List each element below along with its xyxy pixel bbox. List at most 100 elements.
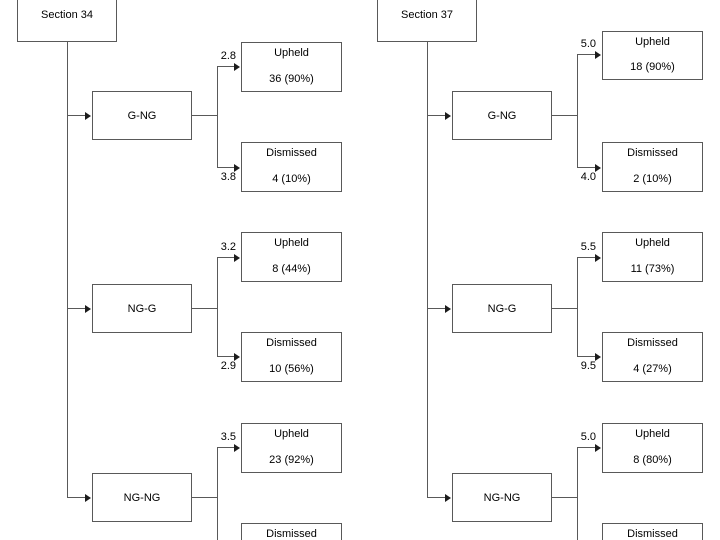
outcome-value: 2 (10%) [633,173,672,185]
outcome-value: 4 (27%) [633,363,672,375]
outcome-value: 11 (73%) [630,263,675,275]
outcome-value: 18 (90%) [630,61,675,73]
outcome-node-upheld: Upheld 11 (73%) [602,232,703,282]
connector-line [577,356,595,357]
connector-line [577,54,595,55]
connector-line [217,257,234,258]
outcome-node-dismissed: Dismissed 4 (10%) [241,142,342,192]
connector-line [552,308,578,309]
connector-line [217,356,234,357]
connector-line [217,167,234,168]
outcome-node-upheld: Upheld 23 (92%) [241,423,342,473]
outcome-title: Upheld [274,237,309,249]
connector-line [67,497,85,498]
connector-line [427,308,445,309]
connector-line [552,115,578,116]
outcome-node-dismissed: Dismissed [241,523,342,540]
branch-node-ng-ng: NG-NG [92,473,192,522]
arrowhead-icon [445,112,451,120]
outcome-title: Dismissed [266,147,317,159]
arrowhead-icon [85,112,91,120]
connector-line [577,447,595,448]
edge-weight-label: 2.9 [220,360,236,372]
outcome-node-upheld: Upheld 18 (90%) [602,31,703,80]
connector-line [192,497,218,498]
edge-weight-label: 4.0 [580,171,596,183]
connector-line [577,447,578,540]
outcome-value: 36 (90%) [269,73,314,85]
branch-node-g-ng: G-NG [92,91,192,140]
root-label: Section 34 [41,9,93,21]
connector-line [552,497,578,498]
outcome-node-dismissed: Dismissed [602,523,703,540]
connector-line [67,115,85,116]
connector-line [427,497,445,498]
arrowhead-icon [445,494,451,502]
connector-line [192,115,218,116]
arrowhead-icon [595,353,601,361]
branch-label: NG-G [487,302,517,315]
edge-weight-label: 9.5 [580,360,596,372]
outcome-node-upheld: Upheld 8 (44%) [241,232,342,282]
trunk-line [67,42,68,497]
outcome-title: Upheld [635,237,670,249]
outcome-node-upheld: Upheld 8 (80%) [602,423,703,473]
outcome-node-dismissed: Dismissed 10 (56%) [241,332,342,382]
arrowhead-icon [234,63,240,71]
branch-node-g-ng: G-NG [452,91,552,140]
outcome-value: 23 (92%) [269,454,314,466]
edge-weight-label: 5.5 [580,241,596,253]
root-label: Section 37 [401,9,453,21]
outcome-title: Upheld [274,428,309,440]
outcome-value: 4 (10%) [272,173,311,185]
branch-label: G-NG [487,109,517,122]
connector-line [217,447,218,540]
arrowhead-icon [595,254,601,262]
outcome-node-dismissed: Dismissed 2 (10%) [602,142,703,192]
outcome-node-upheld: Upheld 36 (90%) [241,42,342,92]
outcome-title: Upheld [274,47,309,59]
arrowhead-icon [234,353,240,361]
edge-weight-label: 3.2 [220,241,236,253]
branch-label: G-NG [127,109,157,122]
connector-line [217,447,234,448]
root-node: Section 37 [377,0,477,42]
edge-weight-label: 3.8 [220,171,236,183]
branch-label: NG-NG [123,491,161,504]
outcome-title: Dismissed [266,528,317,540]
branch-label: NG-G [127,302,157,315]
connector-line [577,54,578,167]
arrowhead-icon [85,305,91,313]
branch-node-ng-g: NG-G [92,284,192,333]
connector-line [67,308,85,309]
arrowhead-icon [595,51,601,59]
outcome-title: Dismissed [627,147,678,159]
connector-line [217,257,218,356]
outcome-value: 8 (44%) [272,263,311,275]
edge-weight-label: 3.5 [220,431,236,443]
connector-line [427,115,445,116]
connector-line [577,257,578,356]
arrowhead-icon [445,305,451,313]
root-node: Section 34 [17,0,117,42]
arrowhead-icon [234,444,240,452]
arrowhead-icon [234,164,240,172]
outcome-node-dismissed: Dismissed 4 (27%) [602,332,703,382]
connector-line [217,66,234,67]
outcome-title: Upheld [635,428,670,440]
outcome-title: Dismissed [627,528,678,540]
arrowhead-icon [595,164,601,172]
connector-line [192,308,218,309]
outcome-value: 10 (56%) [269,363,314,375]
connector-line [217,66,218,167]
arrowhead-icon [85,494,91,502]
connector-line [577,167,595,168]
branch-label: NG-NG [483,491,521,504]
arrowhead-icon [234,254,240,262]
edge-weight-label: 2.8 [220,50,236,62]
edge-weight-label: 5.0 [580,38,596,50]
trunk-line [427,42,428,497]
connector-line [577,257,595,258]
outcome-value: 8 (80%) [633,454,672,466]
